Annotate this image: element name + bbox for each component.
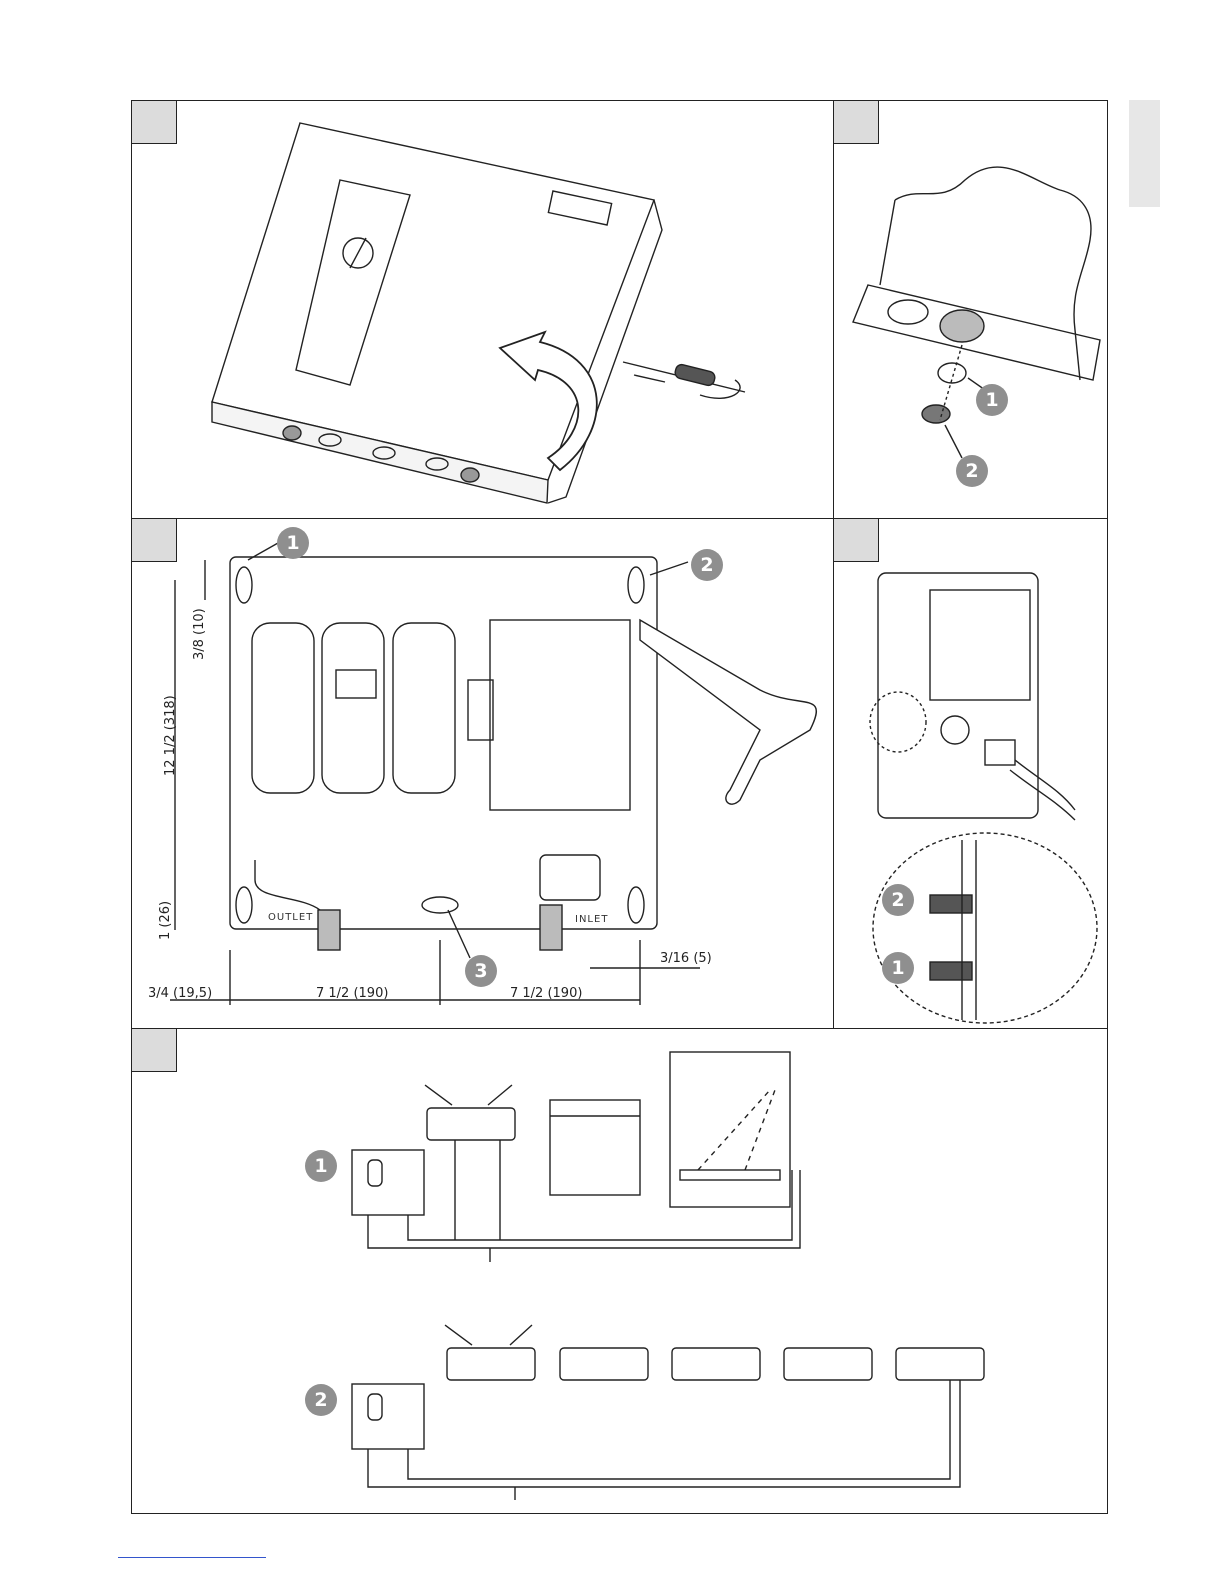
dim-height: 12 1/2 (318) — [163, 695, 178, 776]
callout-mount-3: 3 — [465, 955, 497, 987]
callout-filter-1: 1 — [976, 384, 1008, 416]
callout-filter-2: 2 — [956, 455, 988, 487]
installation-illustration-1 — [352, 1052, 800, 1262]
callout-mount-1: 1 — [277, 527, 309, 559]
mounting-illustration — [170, 543, 816, 1005]
callout-install-1: 1 — [305, 1150, 337, 1182]
heater-cover-illustration — [212, 123, 745, 503]
callout-sensor-1: 1 — [882, 952, 914, 984]
inlet-label: INLET — [575, 914, 608, 925]
outlet-label: OUTLET — [268, 912, 313, 923]
footer-link-line — [118, 1557, 266, 1558]
dim-left-offset: 3/4 (19,5) — [148, 986, 212, 1001]
filter-illustration — [853, 167, 1100, 458]
callout-mount-2: 2 — [691, 549, 723, 581]
callout-install-2: 2 — [305, 1384, 337, 1416]
dim-right-offset: 3/16 (5) — [660, 951, 712, 966]
installation-illustration-2 — [352, 1325, 984, 1500]
dim-top-offset: 3/8 (10) — [192, 608, 207, 660]
dim-bottom-offset: 1 (26) — [158, 901, 173, 940]
callout-sensor-2: 2 — [882, 884, 914, 916]
dim-width-right: 7 1/2 (190) — [510, 986, 582, 1001]
dim-width-left: 7 1/2 (190) — [316, 986, 388, 1001]
